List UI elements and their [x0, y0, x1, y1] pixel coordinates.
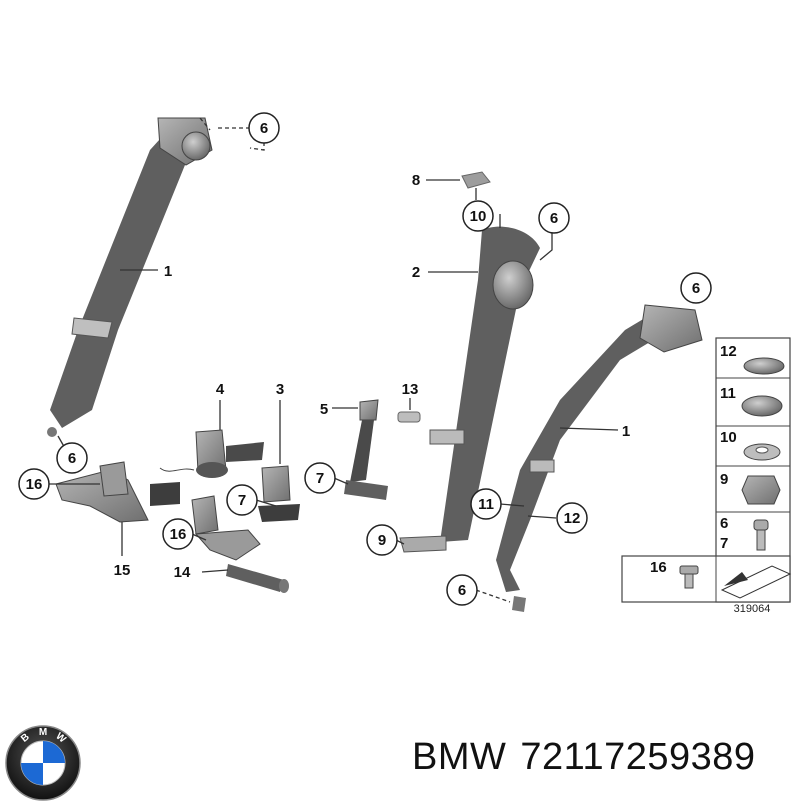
- part-8-cap: [461, 171, 491, 189]
- svg-text:7: 7: [238, 492, 246, 509]
- svg-text:6: 6: [458, 582, 466, 599]
- legend-row-16: 16: [650, 559, 667, 576]
- buckle-part-3: [258, 465, 300, 522]
- buckle-part-4: [159, 429, 264, 478]
- callout-2: 2: [412, 264, 420, 281]
- callout-13: 13: [402, 381, 419, 398]
- drawing-number: 319064: [734, 603, 771, 615]
- bmw-logo: B M W: [5, 725, 81, 801]
- svg-text:6: 6: [692, 280, 700, 297]
- svg-text:16: 16: [170, 526, 187, 543]
- buckle-assembly-14: [191, 495, 289, 593]
- callout-16-left: 16: [18, 468, 50, 500]
- buckle-assembly-15: [55, 461, 180, 523]
- legend-row-6: 6: [720, 515, 728, 532]
- callout-9: 9: [366, 524, 398, 556]
- svg-text:12: 12: [564, 510, 581, 527]
- svg-text:10: 10: [470, 208, 487, 225]
- seat-belt-right: [496, 304, 703, 612]
- callout-7-center: 7: [304, 462, 336, 494]
- callout-11: 11: [470, 488, 502, 520]
- legend-row-11: 11: [720, 385, 736, 402]
- callout-15: 15: [114, 562, 131, 579]
- svg-text:6: 6: [260, 120, 268, 137]
- callout-14: 14: [174, 564, 191, 581]
- legend-row-12: 12: [720, 343, 737, 360]
- callout-6-lower-left: 6: [56, 442, 88, 474]
- svg-text:6: 6: [68, 450, 76, 467]
- seat-belt-left: [47, 117, 213, 437]
- callout-5: 5: [320, 401, 328, 418]
- legend-row-7: 7: [720, 535, 728, 552]
- callout-6-bottom: 6: [446, 574, 478, 606]
- callout-1-right: 1: [622, 423, 630, 440]
- buckle-part-5: [344, 399, 388, 500]
- callout-12: 12: [556, 502, 588, 534]
- callout-6-center: 6: [538, 202, 570, 234]
- brand-name: BMW: [412, 736, 507, 778]
- svg-text:16: 16: [26, 476, 43, 493]
- part-13-pin: [397, 411, 421, 423]
- callout-7-left: 7: [226, 484, 258, 516]
- legend-row-9: 9: [720, 471, 728, 488]
- callout-10: 10: [462, 200, 494, 232]
- callout-4: 4: [216, 381, 225, 398]
- seat-belt-center: [399, 226, 540, 553]
- callout-16-lower: 16: [162, 518, 194, 550]
- callout-3: 3: [276, 381, 284, 398]
- callout-6-top-left: 6: [248, 112, 280, 144]
- callout-1-left: 1: [164, 263, 172, 280]
- svg-text:M: M: [39, 727, 47, 738]
- svg-text:11: 11: [478, 496, 494, 513]
- part-number: 72117259389: [520, 736, 756, 778]
- callout-6-right: 6: [680, 272, 712, 304]
- svg-text:9: 9: [378, 532, 386, 549]
- legend-row-10: 10: [720, 429, 737, 446]
- svg-text:7: 7: [316, 470, 324, 487]
- fastener-legend: 12 11 10 9 6 7 16: [621, 337, 792, 603]
- svg-text:6: 6: [550, 210, 558, 227]
- part-caption: BMW 72117259389: [412, 736, 770, 779]
- callout-8: 8: [412, 172, 420, 189]
